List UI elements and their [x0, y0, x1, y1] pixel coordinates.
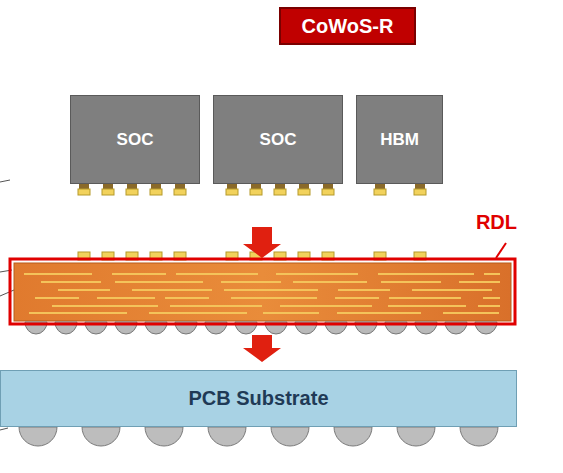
bump-stem: [227, 184, 237, 189]
rdl-trace: [170, 305, 262, 307]
rdl-trace: [52, 305, 158, 307]
bump-stem: [375, 184, 385, 189]
rdl-trace: [41, 281, 101, 283]
hbm-die: HBM: [356, 95, 443, 184]
rdl-trace: [176, 273, 258, 275]
bump-stem: [175, 184, 185, 189]
rdl-trace: [293, 281, 367, 283]
rdl-trace: [443, 312, 499, 314]
rdl-trace: [459, 281, 500, 283]
solder-ball: [19, 427, 498, 446]
rdl-trace: [381, 281, 441, 283]
solder-ball: [19, 427, 57, 446]
bump-stem: [127, 184, 137, 189]
soc-die: SOC: [213, 95, 343, 184]
solder-ball: [145, 427, 183, 446]
solder-ball: [460, 427, 498, 446]
rdl-trace: [378, 273, 474, 275]
rdl-trace: [388, 305, 466, 307]
bump-pad: [274, 189, 286, 195]
bump-pad: [174, 189, 186, 195]
solder-ball: [334, 427, 372, 446]
flow-arrow: [243, 335, 281, 362]
box-label: CoWoS-R: [302, 15, 394, 38]
bump-pad: [322, 189, 334, 195]
bump-stem: [299, 184, 309, 189]
rdl-trace: [280, 305, 372, 307]
bump-stem: [275, 184, 285, 189]
rdl-trace: [115, 281, 203, 283]
bump-pad: [414, 189, 426, 195]
solder-ball: [397, 427, 435, 446]
rdl-trace: [412, 289, 492, 291]
rdl-layer: RDL: [14, 263, 511, 321]
rdl-trace: [112, 273, 166, 275]
rdl-trace: [35, 297, 79, 299]
solder-ball: [271, 427, 309, 446]
micro-bump: [78, 184, 426, 195]
flow-arrow: [243, 227, 281, 258]
bump-pad: [102, 189, 114, 195]
callout-label: RDL: [476, 211, 517, 234]
box-label: HBM: [380, 130, 419, 150]
rdl-band: [14, 263, 511, 321]
rdl-trace: [484, 273, 500, 275]
pcb-substrate: PCB Substrate: [0, 370, 517, 427]
bump-pad: [150, 189, 162, 195]
rdl-trace: [29, 312, 127, 314]
rdl-trace: [389, 297, 461, 299]
rdl-trace: [478, 305, 500, 307]
box-label: SOC: [260, 130, 297, 150]
rdl-highlight: [10, 259, 515, 324]
rdl-trace: [58, 289, 110, 291]
bump-pad: [78, 189, 90, 195]
rdl-trace: [337, 312, 421, 314]
bump-pad: [226, 189, 238, 195]
rdl-trace: [224, 289, 318, 291]
rdl-trace: [263, 312, 319, 314]
bump-stem: [251, 184, 261, 189]
rdl-trace: [97, 297, 155, 299]
rdl-trace: [483, 297, 500, 299]
rdl-trace: [221, 281, 281, 283]
rdl-trace: [338, 289, 390, 291]
bump-stem: [151, 184, 161, 189]
bump-stem: [79, 184, 89, 189]
bump-pad: [298, 189, 310, 195]
bump-stem: [323, 184, 333, 189]
bump-pad: [250, 189, 262, 195]
rdl-trace: [335, 297, 379, 299]
rdl-trace: [149, 312, 247, 314]
soc-die: SOC: [70, 95, 200, 184]
rdl-wiring: [24, 274, 500, 313]
title-box: CoWoS-R: [279, 7, 416, 45]
rdl-trace: [132, 289, 212, 291]
leader-line: [496, 243, 506, 258]
rdl-trace: [165, 297, 209, 299]
bump-stem: [103, 184, 113, 189]
solder-ball: [208, 427, 246, 446]
bump-stem: [415, 184, 425, 189]
rdl-trace: [231, 297, 317, 299]
box-label: PCB Substrate: [188, 387, 328, 410]
solder-ball: [82, 427, 120, 446]
rdl-trace: [276, 273, 358, 275]
box-label: SOC: [117, 130, 154, 150]
bump-pad: [374, 189, 386, 195]
bump-pad: [126, 189, 138, 195]
rdl-trace: [24, 273, 92, 275]
